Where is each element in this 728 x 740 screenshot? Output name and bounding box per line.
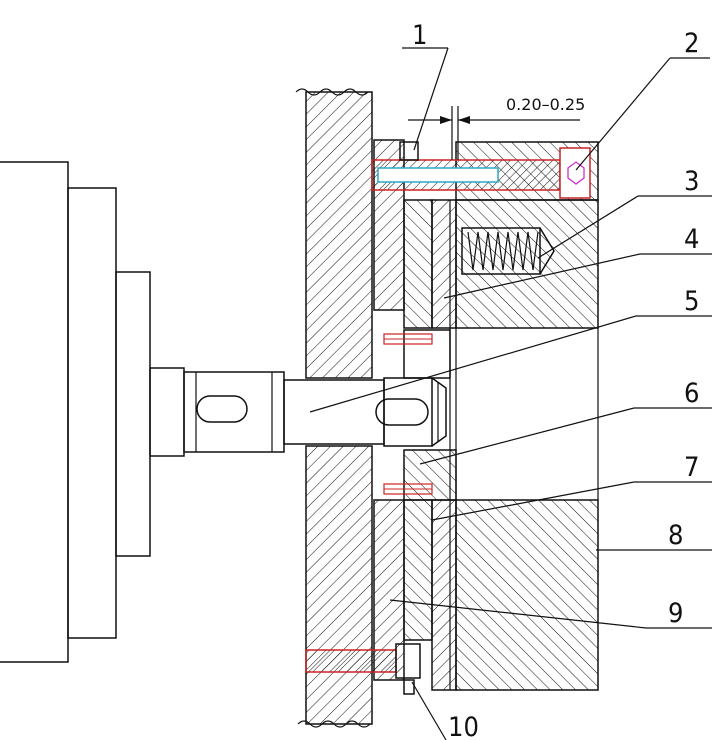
- callout-6: 6: [684, 378, 699, 409]
- bottom-screw-part-10: [305, 643, 421, 695]
- spring-part-3: [461, 227, 555, 275]
- callout-2: 2: [684, 28, 699, 59]
- inner-plates: [373, 139, 457, 691]
- callout-4: 4: [684, 224, 699, 255]
- callout-5: 5: [684, 286, 699, 317]
- callout-7: 7: [684, 452, 699, 483]
- callout-8: 8: [668, 520, 683, 551]
- spindle-flange: [0, 161, 185, 663]
- callout-9: 9: [668, 598, 683, 629]
- leader-lines: [309, 47, 712, 740]
- shaft-part-5: [183, 371, 447, 453]
- callout-10: 10: [448, 712, 479, 740]
- base-plate: [295, 88, 373, 728]
- gap-dimension: 0.20–0.25: [408, 95, 585, 160]
- locating-pins: [383, 333, 433, 495]
- callout-3: 3: [684, 166, 699, 197]
- callout-labels: 1 2 3 4 5 6 7 8 9 10: [412, 20, 699, 740]
- dimension-text: 0.20–0.25: [506, 95, 585, 114]
- top-screw: [371, 141, 591, 199]
- callout-1: 1: [412, 20, 427, 51]
- housing-part-8: [455, 141, 599, 691]
